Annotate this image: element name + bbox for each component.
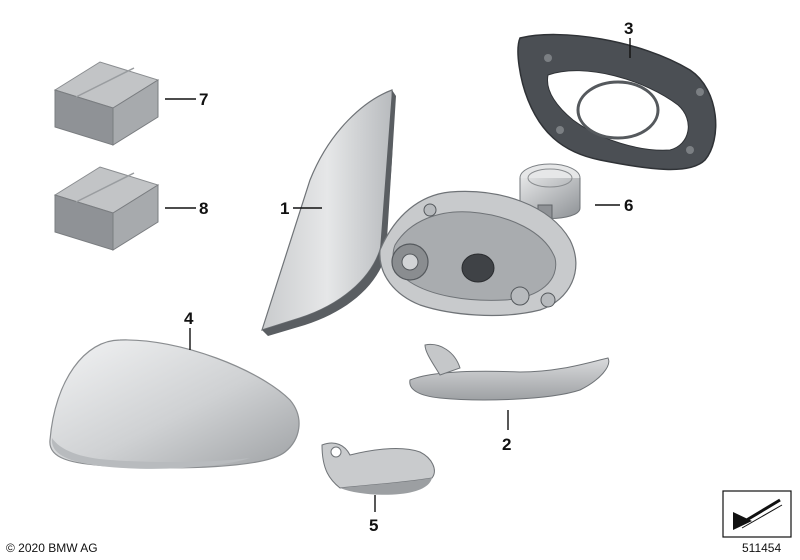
part-3-mirror-frame (517, 33, 717, 171)
part-5-bracket (321, 442, 435, 495)
callout-4: 4 (184, 309, 194, 328)
callout-3: 3 (624, 19, 633, 38)
callout-2: 2 (502, 435, 511, 454)
part-2-lower-trim (409, 343, 610, 401)
callout-8: 8 (199, 199, 208, 218)
copyright-text: © 2020 BMW AG (6, 541, 98, 555)
part-8-box (53, 166, 160, 251)
callout-5: 5 (369, 516, 378, 535)
part-4-mirror-cap (49, 339, 300, 469)
diagram-number: 511454 (742, 541, 781, 555)
callout-7: 7 (199, 90, 208, 109)
callout-6: 6 (624, 196, 633, 215)
callout-1: 1 (280, 199, 289, 218)
part-1-mirror-base (261, 89, 577, 336)
part-7-box (53, 61, 160, 146)
diagram-reference-icon (722, 490, 792, 538)
